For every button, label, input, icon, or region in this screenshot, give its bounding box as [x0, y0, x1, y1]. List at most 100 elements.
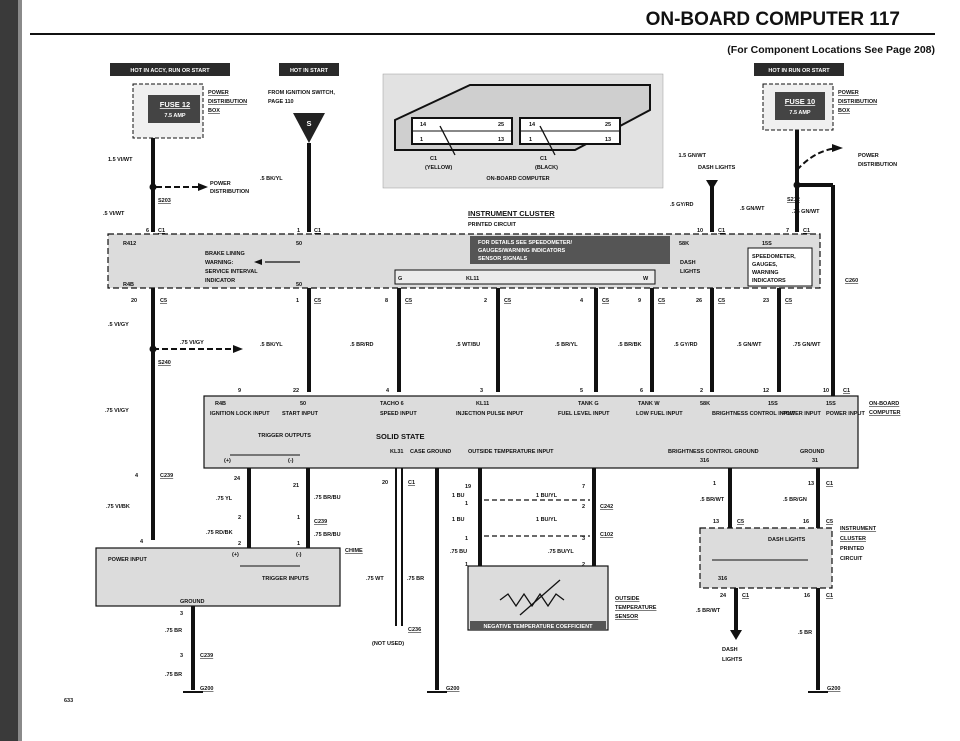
svg-text:.5 BR/BK: .5 BR/BK	[618, 342, 642, 348]
svg-text:13: 13	[808, 481, 814, 487]
svg-text:.75 GN/WT: .75 GN/WT	[793, 342, 821, 348]
svg-text:25: 25	[605, 122, 611, 128]
svg-text:(-): (-)	[288, 458, 294, 464]
svg-text:2: 2	[238, 515, 241, 521]
svg-text:(+): (+)	[224, 458, 231, 464]
svg-text:DISTRIBUTION: DISTRIBUTION	[838, 99, 877, 105]
svg-text:C1: C1	[158, 228, 165, 234]
svg-text:2: 2	[582, 562, 585, 568]
svg-text:1: 1	[297, 541, 300, 547]
page-binding-shadow	[18, 0, 22, 741]
svg-text:.75 VI/BK: .75 VI/BK	[106, 504, 130, 510]
svg-text:.5 BR: .5 BR	[798, 630, 812, 636]
svg-text:.75 WT: .75 WT	[366, 576, 384, 582]
svg-text:26: 26	[696, 298, 702, 304]
svg-text:316: 316	[700, 458, 709, 464]
svg-text:1: 1	[420, 137, 423, 143]
svg-text:13: 13	[605, 137, 611, 143]
page-title: ON-BOARD COMPUTER 117	[646, 9, 900, 30]
svg-text:LIGHTS: LIGHTS	[722, 657, 742, 663]
svg-text:KL11: KL11	[476, 401, 489, 407]
svg-text:C1: C1	[742, 593, 749, 599]
svg-text:BOX: BOX	[838, 108, 850, 114]
svg-text:SERVICE INTERVAL: SERVICE INTERVAL	[205, 269, 258, 275]
svg-text:POWER: POWER	[838, 90, 859, 96]
svg-text:CIRCUIT: CIRCUIT	[840, 556, 863, 562]
svg-text:1.5 VI/WT: 1.5 VI/WT	[108, 157, 133, 163]
svg-text:ON-BOARD COMPUTER: ON-BOARD COMPUTER	[486, 176, 549, 182]
svg-text:.5 BK/YL: .5 BK/YL	[260, 176, 283, 182]
svg-text:50: 50	[296, 241, 302, 247]
svg-text:OUTSIDE TEMPERATURE INPUT: OUTSIDE TEMPERATURE INPUT	[468, 449, 554, 455]
svg-text:BRAKE LINING: BRAKE LINING	[205, 251, 245, 257]
svg-text:.5 BR/YL: .5 BR/YL	[555, 342, 578, 348]
svg-text:DISTRIBUTION: DISTRIBUTION	[210, 189, 249, 195]
svg-text:(-): (-)	[296, 552, 302, 558]
svg-text:4: 4	[386, 388, 390, 394]
svg-text:(NOT USED): (NOT USED)	[372, 641, 404, 647]
svg-text:8: 8	[385, 298, 388, 304]
svg-text:C1: C1	[826, 481, 833, 487]
svg-text:1 BU/YL: 1 BU/YL	[536, 493, 558, 499]
svg-text:C236: C236	[408, 627, 421, 633]
svg-text:COMPUTER: COMPUTER	[869, 410, 901, 416]
svg-text:C1: C1	[826, 593, 833, 599]
badge-hot-in-start: HOT IN START	[279, 63, 339, 76]
svg-text:C239: C239	[160, 473, 173, 479]
svg-text:.75 RD/BK: .75 RD/BK	[206, 530, 233, 536]
svg-text:NEGATIVE TEMPERATURE COEFFICIE: NEGATIVE TEMPERATURE COEFFICIENT	[484, 624, 594, 630]
svg-text:.75 YL: .75 YL	[216, 496, 233, 502]
svg-text:7.5 AMP: 7.5 AMP	[789, 110, 811, 116]
svg-text:58K: 58K	[679, 241, 689, 247]
svg-text:16: 16	[803, 519, 809, 525]
svg-text:C5: C5	[160, 298, 167, 304]
svg-text:C1: C1	[314, 228, 321, 234]
svg-text:20: 20	[131, 298, 137, 304]
svg-text:50: 50	[296, 282, 302, 288]
svg-text:1: 1	[465, 501, 468, 507]
svg-text:DISTRIBUTION: DISTRIBUTION	[858, 162, 897, 168]
svg-text:2: 2	[484, 298, 487, 304]
svg-text:.5 BR/GN: .5 BR/GN	[783, 497, 807, 503]
svg-text:LOW FUEL INPUT: LOW FUEL INPUT	[636, 411, 683, 417]
power-dist-right-label: POWER	[858, 153, 879, 159]
svg-text:14: 14	[420, 122, 427, 128]
instrument-cluster-box: R412 R4B 50 50 BRAKE LINING WARNING: SER…	[107, 233, 821, 289]
svg-text:HOT IN RUN OR START: HOT IN RUN OR START	[768, 68, 830, 74]
svg-text:3: 3	[180, 653, 183, 659]
fuse-12: FUSE 12 7.5 AMP	[132, 83, 204, 139]
svg-text:.75 VI/GY: .75 VI/GY	[180, 340, 204, 346]
svg-text:C5: C5	[504, 298, 511, 304]
svg-text:HOT IN START: HOT IN START	[290, 68, 329, 74]
svg-text:PRINTED CIRCUIT: PRINTED CIRCUIT	[468, 222, 517, 228]
svg-text:.75 GN/WT: .75 GN/WT	[792, 209, 820, 215]
svg-text:S240: S240	[158, 360, 171, 366]
svg-text:C1: C1	[843, 388, 850, 394]
svg-text:SPEED INPUT: SPEED INPUT	[380, 411, 417, 417]
svg-text:GAUGES/WARNING INDICATORS: GAUGES/WARNING INDICATORS	[478, 248, 566, 254]
svg-text:6: 6	[146, 228, 149, 234]
svg-text:C1: C1	[408, 480, 415, 486]
splice-s203	[149, 183, 157, 191]
svg-text:1 BU: 1 BU	[452, 493, 465, 499]
svg-text:.5 WT/BU: .5 WT/BU	[456, 342, 480, 348]
svg-text:DASH LIGHTS: DASH LIGHTS	[698, 165, 736, 171]
svg-text:C239: C239	[200, 653, 213, 659]
svg-text:15S: 15S	[768, 401, 778, 407]
power-dist-box-label: POWER	[208, 90, 229, 96]
svg-text:21: 21	[293, 483, 299, 489]
svg-text:(BLACK): (BLACK)	[535, 165, 558, 171]
svg-text:POWER INPUT: POWER INPUT	[826, 411, 865, 417]
svg-text:S212: S212	[787, 197, 800, 203]
svg-text:.5 VI/GY: .5 VI/GY	[108, 322, 129, 328]
on-board-computer-box: R4B 50 TACHO 6 KL11 TANK G TANK W 58K 15…	[203, 395, 865, 469]
svg-text:TRIGGER INPUTS: TRIGGER INPUTS	[262, 576, 309, 582]
svg-text:24: 24	[234, 476, 241, 482]
svg-text:C5: C5	[314, 298, 321, 304]
svg-text:POWER INPUT: POWER INPUT	[108, 557, 147, 563]
svg-text:C5: C5	[737, 519, 744, 525]
svg-text:.75 BR: .75 BR	[407, 576, 424, 582]
svg-text:20: 20	[382, 480, 388, 486]
svg-text:50: 50	[300, 401, 306, 407]
svg-text:KL31: KL31	[390, 449, 403, 455]
